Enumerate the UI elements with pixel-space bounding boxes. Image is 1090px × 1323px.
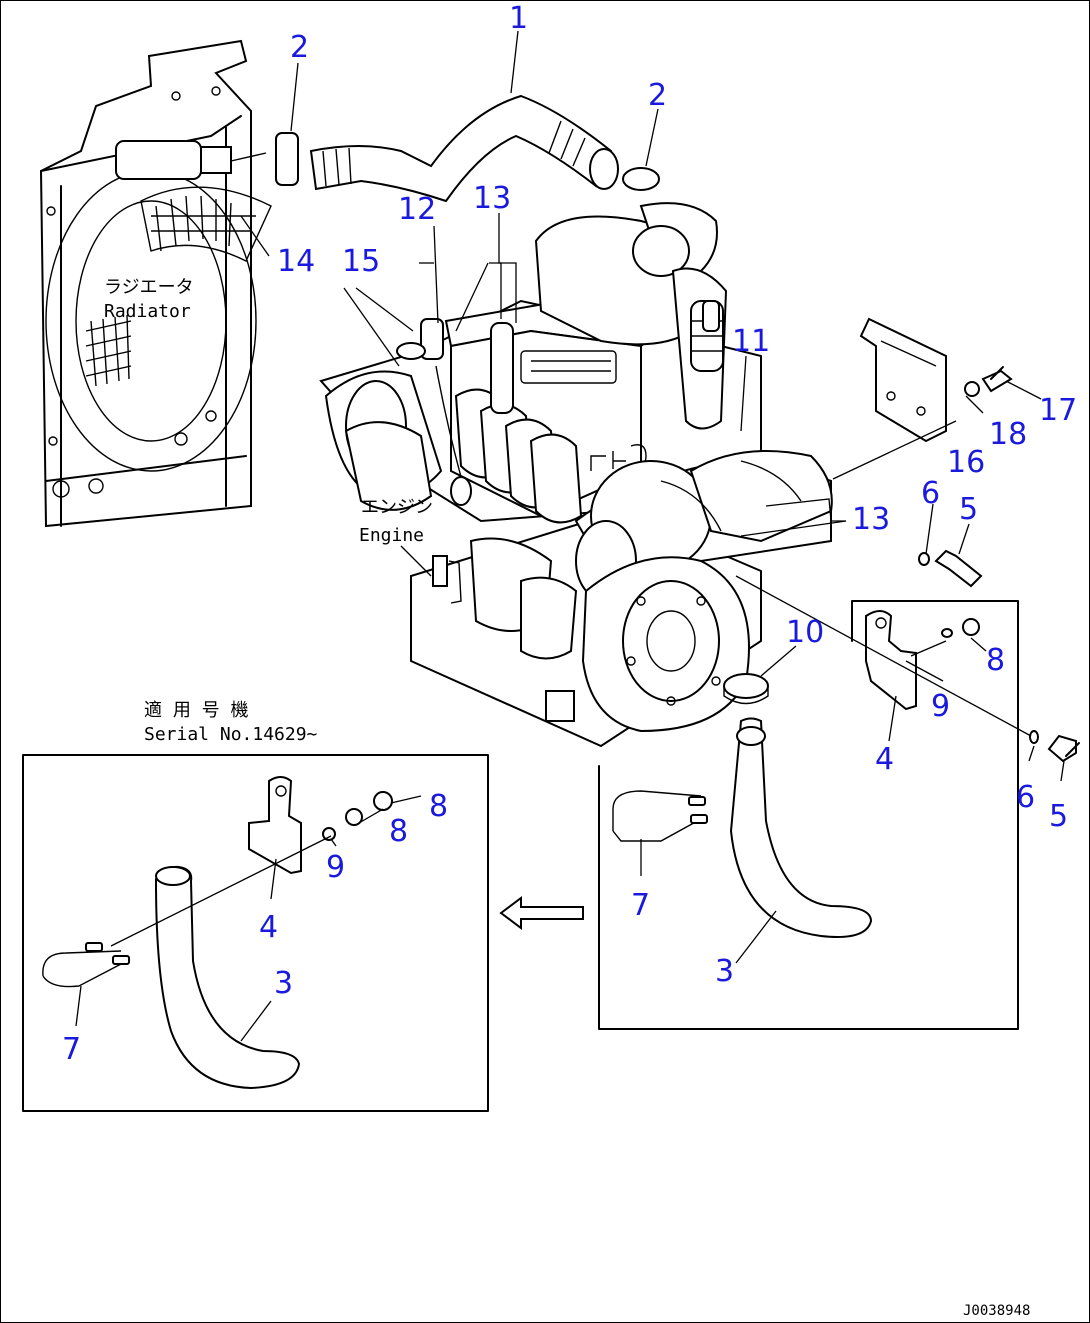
engine-assembly: エンジン Engine bbox=[319, 202, 833, 748]
radiator-label-en: Radiator bbox=[104, 301, 191, 322]
bracket-16 bbox=[859, 317, 1013, 443]
callout-3-inset: 3 bbox=[274, 966, 293, 1001]
callout-8-inset-b: 8 bbox=[389, 814, 408, 849]
callout-7-main: 7 bbox=[631, 888, 650, 923]
drawing-number: J0038948 bbox=[963, 1303, 1030, 1319]
serial-label-en: Serial No.14629~ bbox=[144, 724, 318, 745]
callout-3-main: 3 bbox=[715, 954, 734, 989]
callout-10: 10 bbox=[786, 615, 824, 650]
inset-serial-detail bbox=[22, 754, 489, 1112]
engine-label-en: Engine bbox=[359, 525, 424, 546]
callout-5-upper: 5 bbox=[959, 492, 978, 527]
callout-6-lower: 6 bbox=[1016, 780, 1035, 815]
callout-2-radiator: 2 bbox=[290, 30, 309, 65]
callout-7-inset: 7 bbox=[62, 1032, 81, 1067]
clamp-10 bbox=[723, 673, 769, 699]
callout-4-main: 4 bbox=[875, 742, 894, 777]
callout-9-inset: 9 bbox=[326, 850, 345, 885]
callout-5-lower: 5 bbox=[1049, 799, 1068, 834]
callout-16: 16 bbox=[947, 445, 985, 480]
callout-8-main: 8 bbox=[986, 643, 1005, 678]
callout-1: 1 bbox=[509, 1, 528, 36]
callout-2-engine: 2 bbox=[648, 78, 667, 113]
serial-label-jp: 適 用 号 機 bbox=[144, 700, 249, 721]
callout-17: 17 bbox=[1039, 393, 1077, 428]
callout-13-top: 13 bbox=[473, 181, 511, 216]
callout-labels: 1 2 2 12 13 14 15 11 16 17 18 13 6 5 10 … bbox=[62, 1, 1077, 1067]
engine-label-jp: エンジン bbox=[361, 497, 433, 518]
callout-13-right: 13 bbox=[852, 502, 890, 537]
callout-14: 14 bbox=[277, 244, 315, 279]
callout-18: 18 bbox=[989, 417, 1027, 452]
callout-6-upper: 6 bbox=[921, 476, 940, 511]
radiator-label-jp: ラジエータ bbox=[104, 277, 194, 298]
upper-radiator-hose bbox=[275, 94, 660, 203]
callout-8-inset-a: 8 bbox=[429, 789, 448, 824]
callout-11: 11 bbox=[732, 324, 770, 359]
callout-9-main: 9 bbox=[931, 689, 950, 724]
callout-4-inset: 4 bbox=[259, 910, 278, 945]
callout-12: 12 bbox=[398, 192, 436, 227]
leader-lines bbox=[75, 30, 1065, 1042]
clamp-10-body bbox=[723, 686, 769, 705]
radiator-assembly: ラジエータ Radiator bbox=[39, 39, 272, 528]
callout-15: 15 bbox=[342, 244, 380, 279]
detail-arrow bbox=[499, 896, 584, 930]
main-detail-box bbox=[598, 549, 1080, 1030]
